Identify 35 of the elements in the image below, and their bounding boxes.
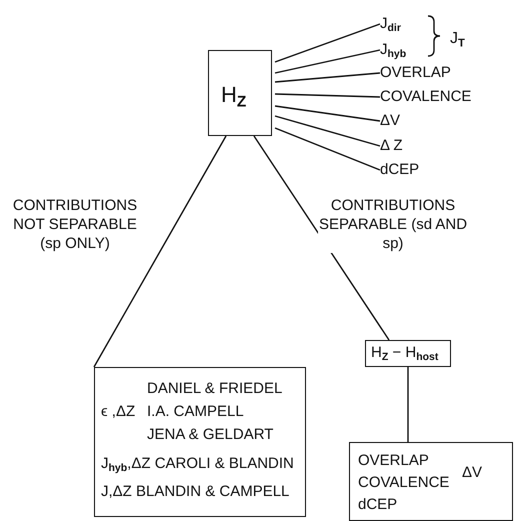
connector-line [274,23,380,63]
connector-line [274,127,380,171]
term-label: Δ Z [380,137,410,155]
connector-line [274,72,380,83]
connector-line [274,105,380,122]
group-label: J$_{T}$ [450,30,465,50]
text-box [349,442,513,521]
text: COVALENCE [358,475,450,492]
text-box [208,50,272,136]
text: I.A. CAMPELL [147,404,244,420]
text: H$_{Z}$ [221,83,246,112]
term-label: J$_{hyb}$ [380,40,420,60]
connector-line [274,49,380,74]
connector-line [93,136,227,368]
text-box [94,367,306,517]
term-label: OVERLAP [380,64,460,82]
text: J,ΔZ BLANDIN & CAMPELL [101,484,290,500]
text-box [365,340,451,367]
text: ϵ ,ΔZ [101,404,136,420]
text: DANIEL & FRIEDEL [147,381,282,398]
connector-line [253,136,390,340]
connector-line [274,93,380,98]
term-label: COVALENCE [380,88,480,106]
term-label: ΔV [380,112,410,130]
term-label: J$_{dir}$ [380,14,420,34]
connector-line [274,115,380,147]
text: dCEP [358,497,398,514]
connector-line [407,367,409,442]
text: OVERLAP [358,453,429,470]
text: J$_{hyb}$,ΔZ CAROLI & BLANDIN [101,456,294,475]
text: ΔV [462,465,482,482]
edge-label: CONTRIBUTIONS SEPARABLE (sd AND sp) [318,197,468,254]
text: H$_{Z}$ − H$_{host}$ [371,345,438,364]
term-label: dCEP [380,161,420,179]
text: JENA & GELDART [147,427,274,444]
